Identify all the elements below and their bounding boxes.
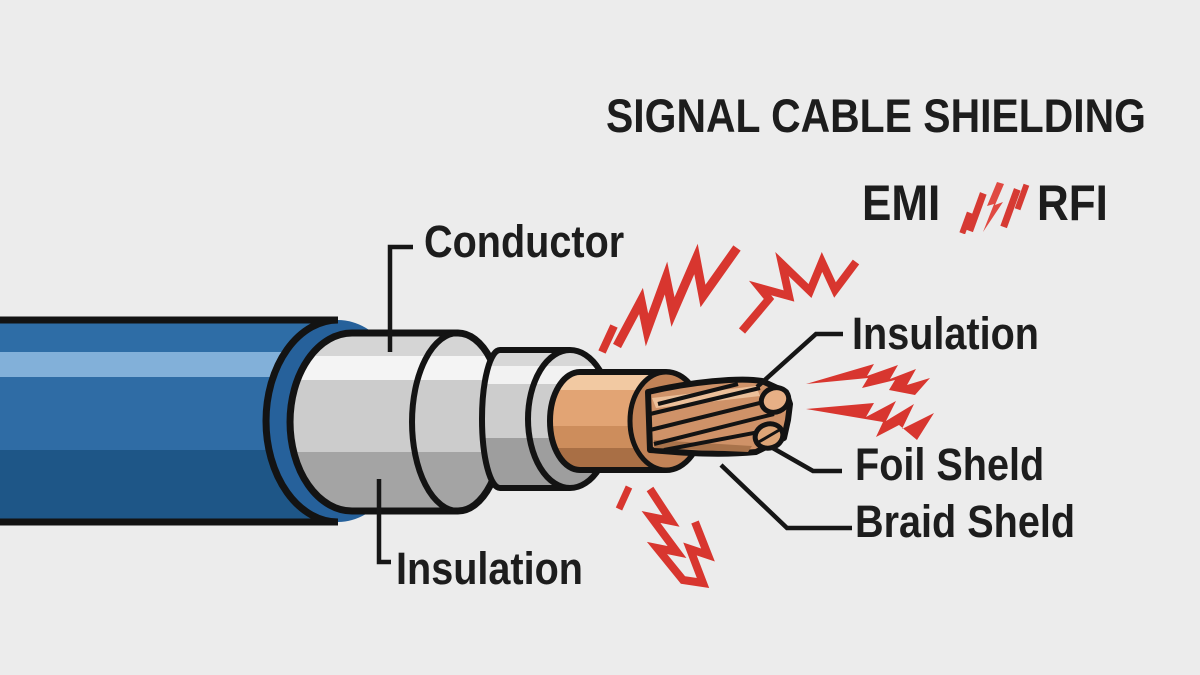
braid-shield-layer xyxy=(280,330,520,514)
interference-bolt-top-left-icon xyxy=(598,243,741,354)
interference-bolt-bottom-icon xyxy=(615,485,715,588)
emi-interference-slashes-icon xyxy=(959,182,1030,234)
interference-bolts xyxy=(598,243,934,588)
emi-label: EMI xyxy=(862,175,941,231)
foil-shield-layer xyxy=(470,348,620,490)
label-foil-shield: Foil Sheld xyxy=(855,439,1045,490)
rfi-label: RFI xyxy=(1036,175,1108,231)
leader-lines xyxy=(376,244,852,565)
label-conductor: Conductor xyxy=(424,216,625,267)
emi-rfi-group: EMI RFI xyxy=(862,178,1117,234)
interference-bolt-right-icon xyxy=(806,364,934,440)
insulation-left-leader-line xyxy=(376,479,391,565)
page-title: SIGNAL CABLE SHIELDING xyxy=(606,89,1146,142)
label-insulation-right: Insulation xyxy=(852,308,1039,359)
label-insulation-left: Insulation xyxy=(396,543,583,594)
interference-bolt-top-right-icon xyxy=(738,251,860,334)
label-braid-shield: Braid Sheld xyxy=(855,496,1076,547)
strand-tip-top xyxy=(758,385,792,415)
insulation-right-leader-line xyxy=(755,331,843,389)
braid-shield-leader-line xyxy=(719,463,852,531)
conductor-strands xyxy=(645,376,793,457)
foil-shield-leader-line xyxy=(769,445,842,474)
conductor-leader-line xyxy=(387,244,413,352)
